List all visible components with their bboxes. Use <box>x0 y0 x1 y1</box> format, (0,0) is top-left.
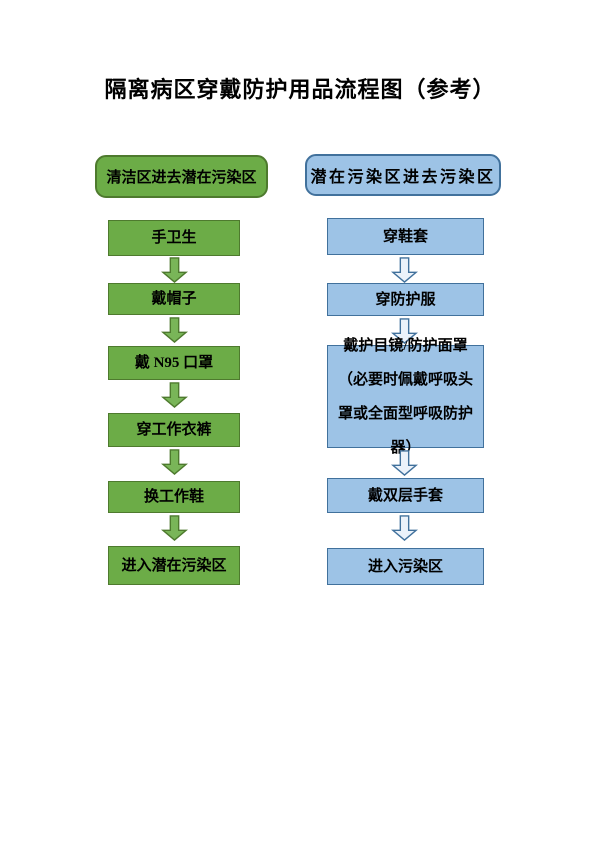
right-flow-step: 戴护目镜/防护面罩（必要时佩戴呼吸头罩或全面型呼吸防护器） <box>327 338 484 456</box>
down-arrow-icon <box>391 257 418 283</box>
left-flow-step: 穿工作衣裤 <box>108 413 240 447</box>
left-flow-step: 戴帽子 <box>108 283 240 315</box>
down-arrow-icon <box>161 317 188 343</box>
page-title: 隔离病区穿戴防护用品流程图（参考） <box>104 77 496 102</box>
left-flow-step: 手卫生 <box>108 220 240 256</box>
down-arrow-icon <box>161 257 188 283</box>
down-arrow-icon <box>161 449 188 475</box>
down-arrow-icon <box>391 515 418 541</box>
left-flow-step: 戴 N95 口罩 <box>108 346 240 380</box>
down-arrow-icon <box>391 318 418 344</box>
right-flow-step: 进入污染区 <box>327 548 484 585</box>
right-flow-step: 穿鞋套 <box>327 218 484 255</box>
down-arrow-icon <box>391 450 418 476</box>
right-flow-header: 潜在污染区进去污染区 <box>305 154 501 196</box>
down-arrow-icon <box>161 382 188 408</box>
left-flow-header: 清洁区进去潜在污染区 <box>95 155 268 198</box>
left-flow-step: 进入潜在污染区 <box>108 546 240 585</box>
down-arrow-icon <box>161 515 188 541</box>
right-flow-step: 戴双层手套 <box>327 478 484 513</box>
right-flow-step: 穿防护服 <box>327 283 484 316</box>
left-flow-step: 换工作鞋 <box>108 481 240 513</box>
